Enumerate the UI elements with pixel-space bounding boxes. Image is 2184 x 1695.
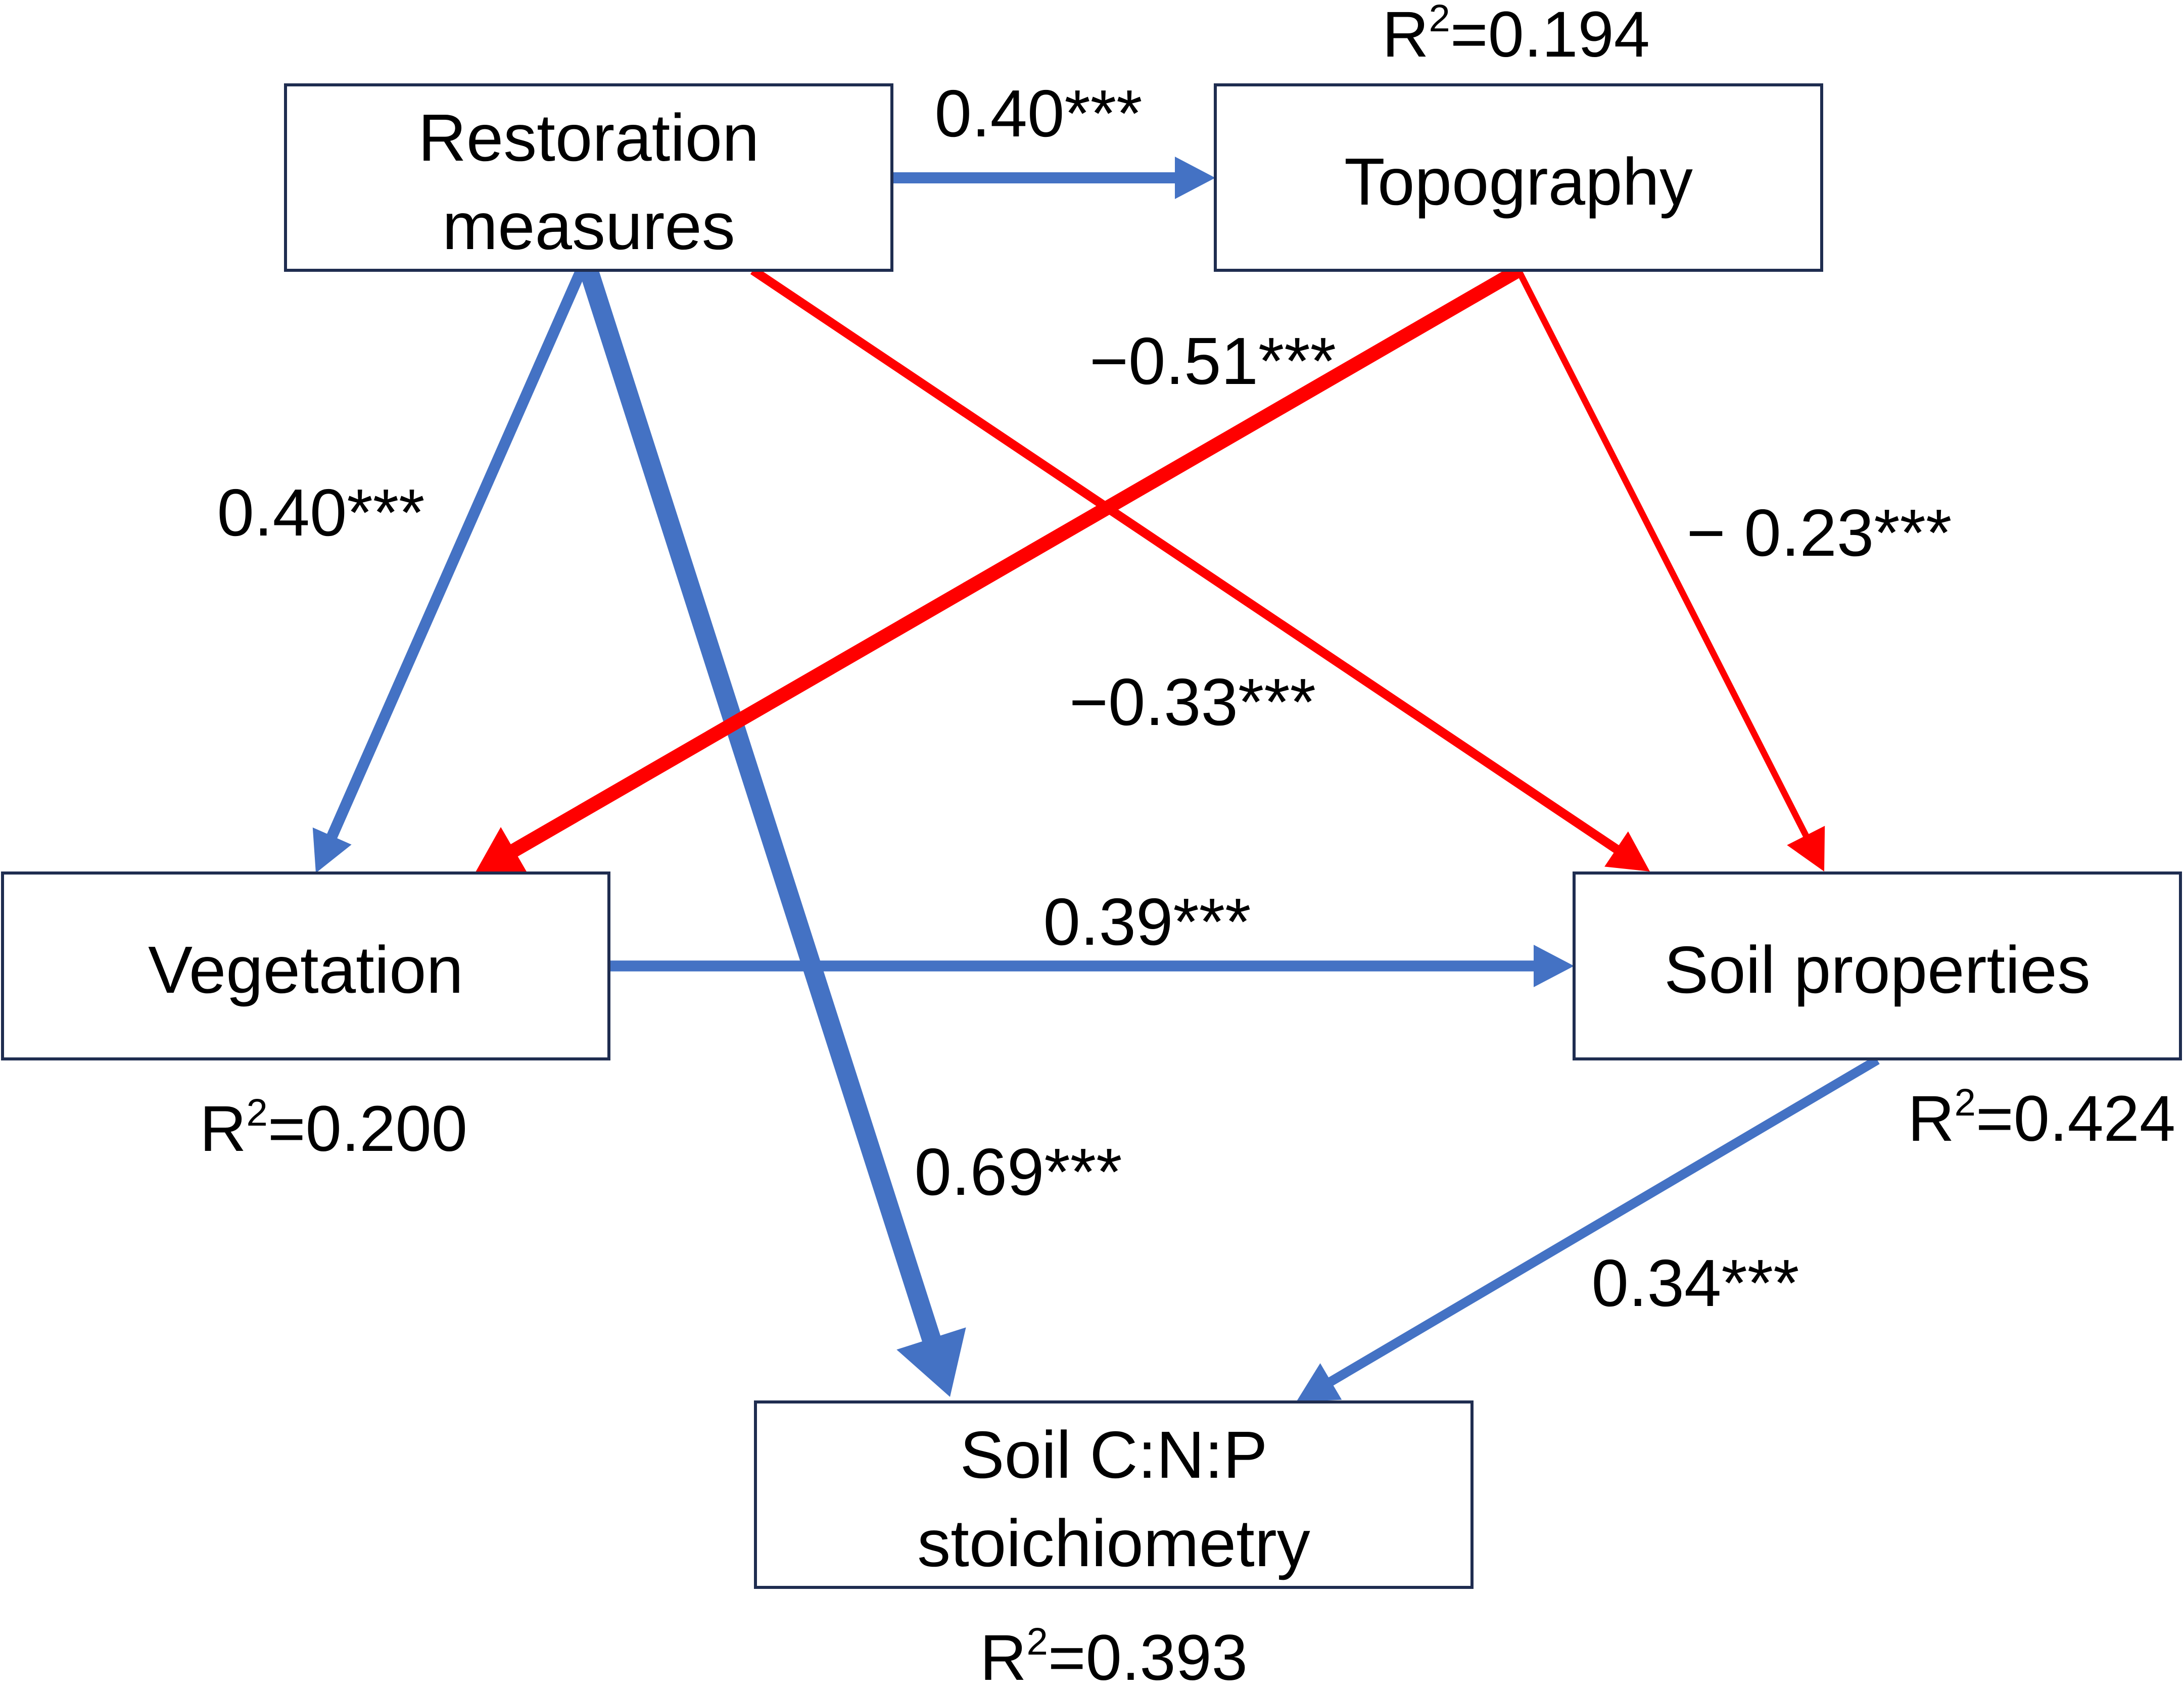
node-box [754, 1400, 1474, 1589]
node-topography: Topography R2=0.194 [1214, 0, 1823, 272]
r-squared-soil-properties: R2=0.424 [1908, 1081, 2175, 1155]
arrow-restoration-to-topography-head [1175, 157, 1215, 199]
coef-vegetation-to-soil-properties: 0.39*** [1043, 885, 1251, 959]
node-label-line2: stoichiometry [917, 1506, 1310, 1580]
coef-restoration-to-stoichiometry: 0.69*** [914, 1135, 1122, 1209]
r-squared-stoichiometry: R2=0.393 [980, 1620, 1248, 1694]
arrow-vegetation-to-soil-properties-head [1534, 945, 1574, 987]
arrow-restoration-to-soil-properties-head [1604, 831, 1650, 871]
arrow-restoration-to-vegetation-shaft [326, 268, 587, 840]
node-label: Vegetation [148, 933, 463, 1007]
coef-restoration-to-vegetation: 0.40*** [217, 475, 424, 550]
coef-soil-properties-to-stoichiometry: 0.34*** [1591, 1246, 1799, 1320]
node-soil-properties: Soil properties R2=0.424 [1573, 871, 2182, 1155]
node-label-line2: measures [442, 189, 735, 263]
node-label: Soil properties [1664, 933, 2091, 1007]
coef-topography-to-soil-properties: − 0.23*** [1687, 496, 1952, 570]
arrow-restoration-to-stoichiometry-head [896, 1327, 966, 1397]
arrow-topography-to-soil-properties-head [1787, 826, 1825, 871]
arrow-restoration-to-soil-properties-shaft [750, 266, 1621, 854]
path-arrows [312, 157, 1880, 1402]
coef-restoration-to-topography: 0.40*** [934, 76, 1142, 151]
coef-topography-to-vegetation: −0.51*** [1089, 324, 1336, 398]
node-label-line1: Soil C:N:P [960, 1418, 1268, 1492]
node-soil-cnp-stoichiometry: Soil C:N:P stoichiometry R2=0.393 [754, 1400, 1474, 1694]
arrow-soil-properties-to-stoichiometry-shaft [1326, 1055, 1880, 1387]
arrow-soil-properties-to-stoichiometry-head [1296, 1363, 1342, 1402]
node-box [1214, 83, 1823, 272]
arrow-topography-to-vegetation-shaft [509, 264, 1523, 858]
node-box [284, 83, 893, 272]
node-label-line1: Restoration [418, 101, 759, 175]
node-box [1, 871, 610, 1060]
node-box [1573, 871, 2182, 1060]
r-squared-vegetation: R2=0.200 [200, 1091, 467, 1165]
node-restoration-measures: Restoration measures [284, 83, 893, 272]
arrow-restoration-to-stoichiometry-shaft [579, 267, 941, 1343]
coef-restoration-to-soil-properties: −0.33*** [1069, 665, 1316, 739]
node-label: Topography [1344, 144, 1693, 219]
r-squared-topography: R2=0.194 [1382, 0, 1650, 71]
arrow-restoration-to-vegetation-head [312, 827, 352, 873]
arrow-topography-to-soil-properties-shaft [1515, 269, 1810, 839]
node-vegetation: Vegetation R2=0.200 [1, 871, 610, 1165]
arrow-topography-to-vegetation-head [475, 827, 528, 874]
